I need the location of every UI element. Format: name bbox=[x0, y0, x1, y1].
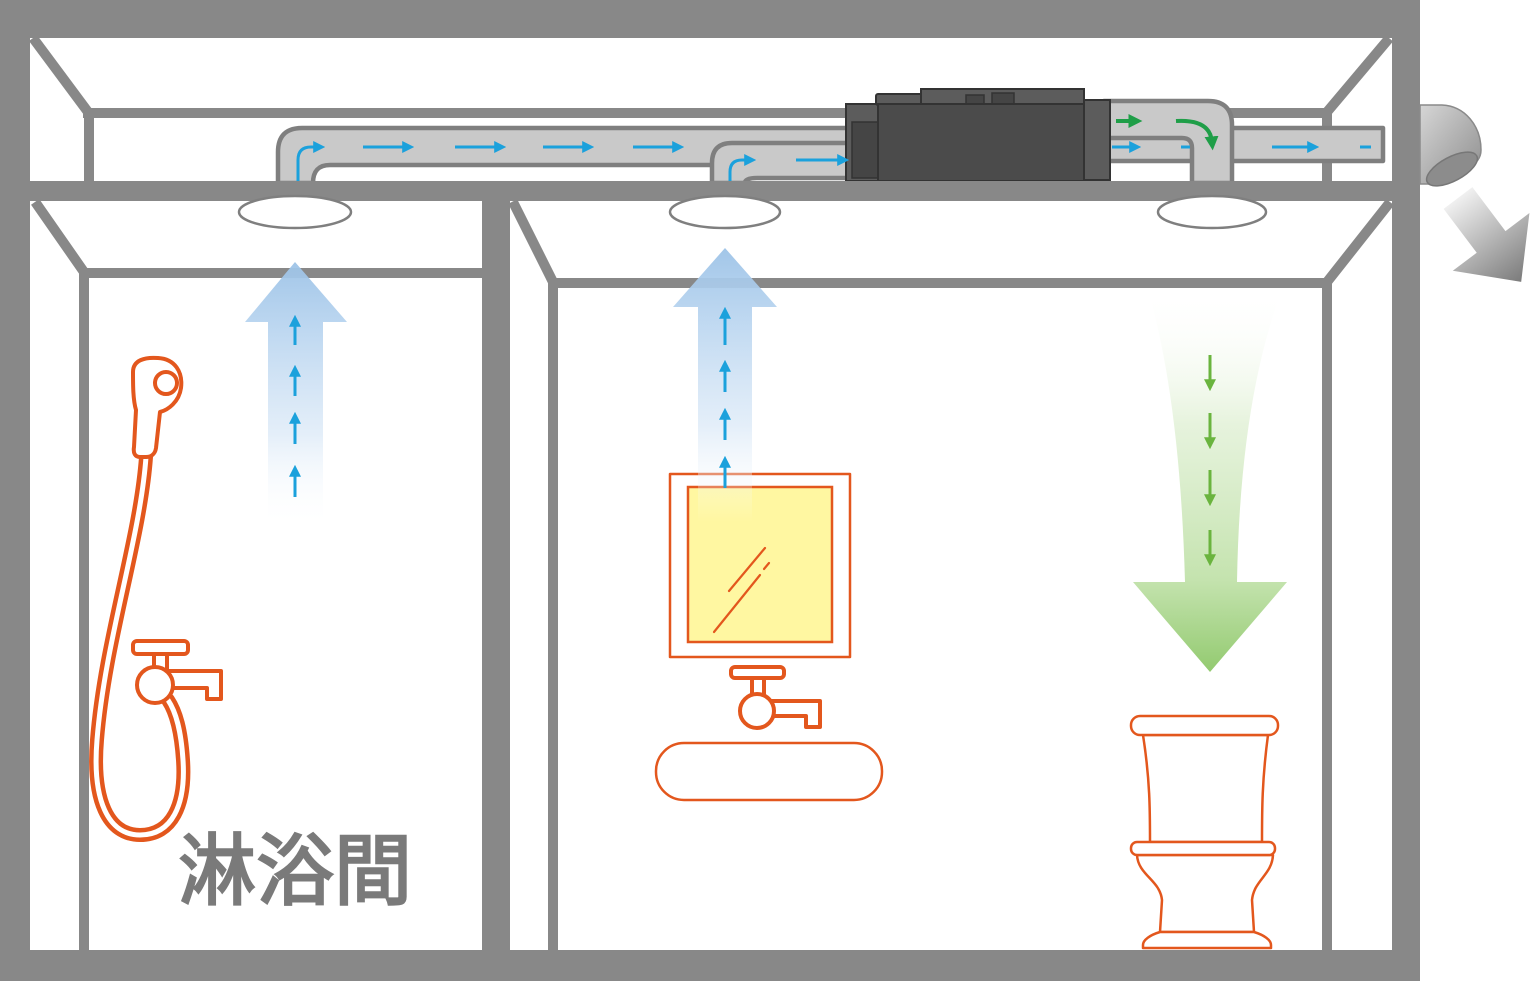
duct-arrow-shower-elbow bbox=[296, 141, 326, 181]
faucet-body bbox=[738, 692, 776, 730]
shower-room-perspective bbox=[31, 199, 487, 955]
plenum-right-diagonal bbox=[1319, 34, 1394, 120]
unit-left-port bbox=[851, 121, 879, 179]
mirror-icon bbox=[668, 472, 852, 659]
exterior-vent-hood-icon bbox=[1419, 104, 1482, 187]
outdoor-outflow-arrow bbox=[1443, 187, 1530, 282]
mirror-glare-line bbox=[712, 573, 762, 634]
shower-ceiling-vent bbox=[237, 194, 353, 230]
basin-faucet-icon bbox=[729, 665, 822, 730]
toilet-supply-flow bbox=[1133, 290, 1287, 672]
mirror-glare-line bbox=[727, 546, 767, 593]
bathroom-perspective bbox=[508, 198, 1395, 955]
shower-mixer-icon bbox=[131, 639, 223, 705]
roof-beam bbox=[0, 0, 1420, 38]
mixer-body bbox=[135, 665, 175, 705]
shower-head-face bbox=[153, 370, 179, 396]
shower-exhaust-flow bbox=[245, 262, 347, 528]
bathroom-left-diagonal bbox=[508, 199, 560, 289]
supply-duct-elbow-arrow bbox=[1175, 118, 1219, 151]
toilet-tank bbox=[1141, 733, 1270, 844]
faucet-handle bbox=[729, 665, 786, 680]
outflow-arrow-shape bbox=[1443, 187, 1530, 282]
shower-hose-core bbox=[93, 454, 186, 838]
unit-body bbox=[877, 103, 1086, 182]
right-wall bbox=[1392, 0, 1420, 981]
ceiling-slab bbox=[30, 181, 1392, 201]
ventilation-unit-icon bbox=[845, 88, 1111, 182]
toilet-ceiling-vent bbox=[1156, 194, 1268, 230]
ceiling-vents bbox=[237, 194, 1268, 230]
vanity-ceiling-vent bbox=[668, 194, 782, 230]
floor bbox=[0, 950, 1420, 981]
duct-airflow-arrows bbox=[296, 114, 1371, 181]
shower-head bbox=[131, 355, 184, 459]
hand-shower-icon bbox=[89, 355, 191, 843]
sink-icon bbox=[654, 741, 884, 802]
unit-right-flange bbox=[1083, 99, 1111, 181]
vanity-exhaust-flow bbox=[673, 248, 777, 522]
bathroom-right-diagonal bbox=[1319, 198, 1395, 290]
toilet-icon bbox=[1129, 714, 1280, 950]
duct-network bbox=[275, 98, 1386, 186]
mirror-glare-line bbox=[762, 561, 771, 571]
toilet-base bbox=[1141, 930, 1273, 950]
hood-opening bbox=[1425, 151, 1479, 187]
mixer-handle bbox=[131, 639, 190, 656]
left-wall bbox=[0, 0, 30, 981]
shower-room-label: 淋浴間 bbox=[178, 827, 412, 917]
toilet-tank-lid bbox=[1129, 714, 1280, 737]
building-frame bbox=[0, 0, 1420, 981]
toilet-seat-rim bbox=[1129, 840, 1277, 857]
duct-arrow-vanity-elbow bbox=[728, 154, 757, 181]
shower-room-diagonal bbox=[31, 199, 91, 279]
partition-wall bbox=[482, 200, 510, 950]
plenum-left-diagonal bbox=[29, 35, 95, 119]
